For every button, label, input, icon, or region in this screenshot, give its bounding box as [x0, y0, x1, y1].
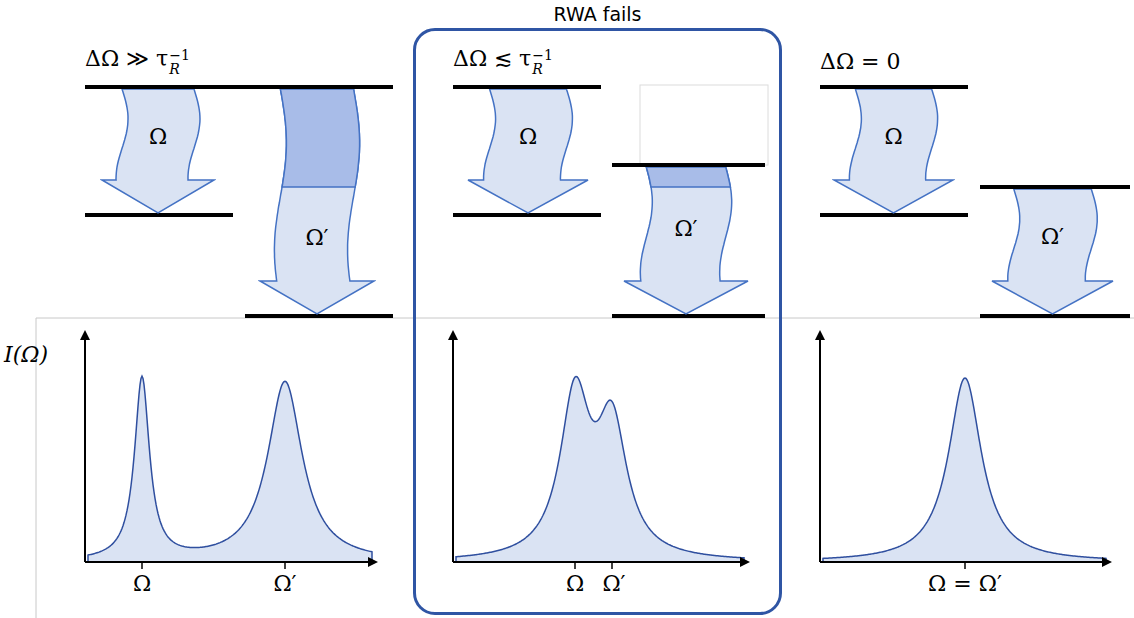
subscript: R [169, 62, 190, 76]
tick-label: Ω [133, 572, 151, 596]
transition-arrow: Ω′ [990, 189, 1115, 315]
transition-arrow: Ω [100, 89, 216, 214]
transition-arrow: Ω′ [258, 89, 376, 315]
frequency-label: Ω [884, 126, 902, 148]
plot-axes [85, 332, 1110, 562]
wavy-arrow [466, 89, 590, 214]
frequency-label: Ω [519, 126, 537, 148]
condition-label: ΔΩ = 0 [820, 50, 901, 74]
condition-text: ΔΩ ≲ τ [453, 46, 531, 71]
wavy-arrow [258, 89, 376, 315]
frequency-label: Ω′ [1041, 226, 1064, 248]
region-title: RWA fails [553, 3, 641, 25]
condition-label: ΔΩ ≲ τ−1R [453, 46, 553, 74]
separator [36, 318, 1134, 319]
faint-frame [640, 85, 768, 165]
condition-label: ΔΩ ≫ τ−1R [85, 46, 190, 74]
wavy-arrow [100, 89, 216, 214]
spectrum-curve [456, 376, 744, 562]
wavy-arrow [990, 189, 1115, 315]
condition-text: ΔΩ ≫ τ [85, 46, 168, 71]
region-box: RWA failsΩΩ′ [413, 28, 782, 615]
frequency-label: Ω [149, 126, 167, 148]
spectrum-curve [823, 378, 1106, 562]
frequency-label: Ω′ [674, 218, 697, 240]
wavy-arrow [622, 167, 750, 315]
axis-label: I(Ω) [4, 343, 48, 367]
tick-label: Ω′ [273, 572, 296, 596]
axis-ticks [142, 562, 965, 569]
tick-label: Ω [566, 572, 584, 596]
transition-arrow: Ω [466, 89, 590, 214]
sub-sup: −1R [169, 48, 190, 76]
sub-sup: −1R [532, 48, 553, 76]
tick-label: Ω = Ω′ [928, 572, 1002, 596]
transition-arrow: Ω′ [622, 167, 750, 315]
frequency-label: Ω′ [305, 227, 328, 249]
spectrum-curve [88, 376, 372, 562]
superscript: −1 [169, 48, 190, 62]
superscript: −1 [532, 48, 553, 62]
subscript: R [532, 62, 553, 76]
wavy-arrow [832, 89, 955, 214]
energy-levels [85, 87, 1130, 316]
tick-label: Ω′ [602, 572, 625, 596]
transition-arrow: Ω [832, 89, 955, 214]
